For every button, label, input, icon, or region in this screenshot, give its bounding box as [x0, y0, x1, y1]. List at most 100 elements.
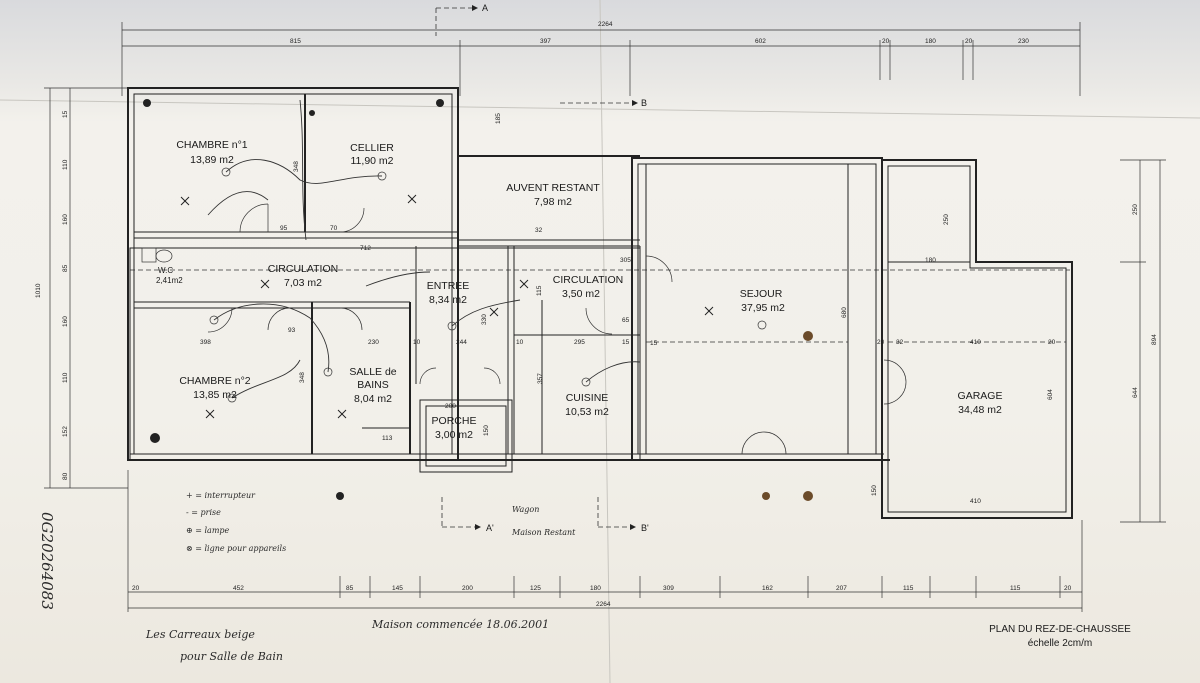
bottom-dim: 145 [392, 585, 403, 592]
top-dim: 397 [540, 38, 551, 45]
inner-dim: 32 [896, 339, 904, 346]
top-dim: 180 [925, 38, 936, 45]
handwritten-notes: Les Carreaux beige pour Salle de Bain Ma… [38, 505, 576, 663]
room-name: CIRCULATION [553, 274, 623, 286]
inner-dim: 230 [368, 339, 379, 346]
note-start-date: Maison commencée 18.06.2001 [371, 618, 549, 631]
inner-dim: 244 [456, 339, 467, 346]
right-total-dim: 894 [1151, 334, 1158, 345]
right-lower-dim: 644 [1132, 387, 1139, 398]
left-dim: 152 [62, 426, 69, 437]
bottom-dim: 200 [462, 585, 473, 592]
plan-title-block: PLAN DU REZ-DE-CHAUSSEE échelle 2cm/m [989, 624, 1131, 649]
section-a-label: A [482, 3, 488, 13]
bottom-dim: 20 [132, 585, 140, 592]
room-area: 7,98 m2 [534, 196, 572, 208]
electrical-legend: + = interrupteur - = prise ⊕ = lampe ⊗ =… [186, 491, 286, 553]
inner-dim: 95 [280, 225, 288, 232]
inner-dim: 330 [481, 314, 488, 325]
top-dim: 20 [965, 38, 973, 45]
room-area: 8,34 m2 [429, 294, 467, 306]
top-dim: 20 [882, 38, 890, 45]
room-area: 11,90 m2 [351, 155, 394, 167]
top-dim: 602 [755, 38, 766, 45]
room-name: CELLIER [350, 142, 394, 154]
room-labels: CHAMBRE n°1 13,89 m2 CELLIER 11,90 m2 AU… [156, 139, 1002, 441]
inner-dim: 185 [495, 113, 502, 124]
bottom-dim: 180 [590, 585, 601, 592]
walls [127, 87, 1073, 519]
vertical-reference-number: 0G20264083 [38, 512, 56, 610]
room-name: ENTREE [427, 280, 470, 292]
inner-dim: 70 [330, 225, 338, 232]
inner-dim: 348 [293, 161, 300, 172]
inner-dim: 680 [841, 307, 848, 318]
inner-dim: 410 [970, 498, 981, 505]
legend-item: + = interrupteur [186, 491, 256, 500]
left-dim: 80 [62, 472, 69, 480]
left-dim: 160 [62, 316, 69, 327]
room-area: 37,95 m2 [741, 302, 785, 314]
left-dim: 110 [62, 372, 69, 383]
inner-dim: 348 [299, 372, 306, 383]
lamp-symbols [143, 99, 813, 501]
bottom-dim: 20 [1064, 585, 1072, 592]
wc-fixture [141, 247, 173, 263]
bottom-dim: 162 [762, 585, 773, 592]
inner-dim: 32 [535, 227, 543, 234]
right-dimensions: 894 250 644 [1120, 159, 1166, 523]
room-area: 7,03 m2 [284, 277, 322, 289]
left-total-dim: 1010 [35, 283, 42, 298]
bottom-dim: 207 [836, 585, 847, 592]
inner-dim: 20 [877, 339, 885, 346]
room-area: 10,53 m2 [565, 406, 609, 418]
room-name: PORCHE [432, 415, 477, 427]
room-name: SALLE de [349, 366, 396, 378]
bottom-dim: 85 [346, 585, 354, 592]
inner-dim: 180 [925, 257, 936, 264]
note-remaining: Maison Restant [511, 528, 576, 537]
note-bathroom: pour Salle de Bain [180, 650, 283, 663]
room-name: CHAMBRE n°1 [176, 139, 247, 151]
bottom-total-dim: 2264 [596, 601, 611, 608]
inner-dim: 15 [622, 339, 630, 346]
left-dimensions: 1010 15 110 160 85 160 110 152 80 [35, 87, 128, 489]
inner-dim: 712 [360, 245, 371, 252]
plan-title: PLAN DU REZ-DE-CHAUSSEE [989, 624, 1131, 635]
top-dim: 815 [290, 38, 301, 45]
inner-dim: 604 [1047, 389, 1054, 400]
inner-dim: 15 [650, 340, 658, 347]
outlet-crosses [180, 194, 714, 419]
inner-dim: 20 [1048, 339, 1056, 346]
section-b-prime-label: B' [641, 523, 649, 533]
room-area: 8,04 m2 [354, 393, 392, 405]
bottom-dim: 125 [530, 585, 541, 592]
right-upper-dim: 250 [1132, 204, 1139, 215]
inner-dim: 10 [516, 339, 524, 346]
inner-dim: 200 [445, 403, 456, 410]
inner-dim: 295 [574, 339, 585, 346]
inner-dim: 305 [620, 257, 631, 264]
inner-dim: 250 [943, 214, 950, 225]
inner-dim: 113 [382, 435, 393, 442]
legend-item: ⊕ = lampe [186, 526, 230, 535]
room-area: 3,50 m2 [562, 288, 600, 300]
inner-dim: 357 [537, 373, 544, 384]
room-area: 34,48 m2 [958, 404, 1002, 416]
wiring-sketch [207, 99, 641, 399]
left-dim: 15 [62, 110, 69, 118]
room-name: SEJOUR [740, 288, 783, 300]
section-b-label: B [641, 98, 647, 108]
room-name: AUVENT RESTANT [506, 182, 600, 194]
inner-dim: 93 [288, 327, 296, 334]
left-dim: 110 [62, 159, 69, 170]
top-dim: 230 [1018, 38, 1029, 45]
note-wagon: Wagon [512, 505, 539, 514]
left-dim: 85 [62, 264, 69, 272]
inner-dim: 10 [413, 339, 421, 346]
bottom-dim: 115 [903, 585, 914, 592]
legend-item: ⊗ = ligne pour appareils [186, 544, 286, 553]
inner-dim: 115 [536, 285, 543, 296]
